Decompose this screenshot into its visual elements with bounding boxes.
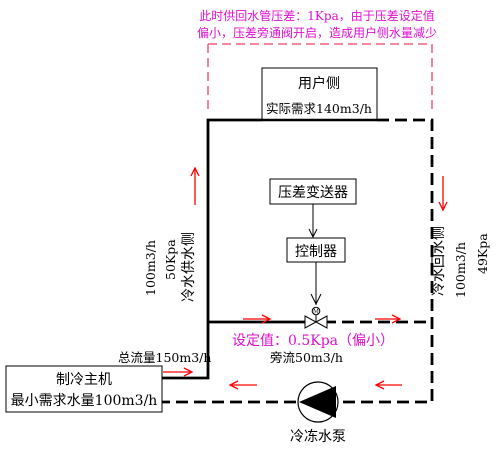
controller-label: 控制器 — [295, 244, 337, 260]
note-line-1: 此时供回水管压差：1Kpa，由于压差设定值 — [199, 8, 434, 23]
supply-labels: 100m3/h — [143, 240, 158, 296]
return-flow: 100m3/h — [453, 242, 468, 298]
pump-icon — [297, 381, 339, 423]
return-flow-wrap: 100m3/h — [453, 242, 468, 298]
supply-flow: 100m3/h — [143, 240, 158, 296]
note-line-2: 偏小，压差旁通阀开启，造成用户侧水量减少 — [197, 25, 437, 40]
pump-label: 冷冻水泵 — [290, 428, 346, 445]
return-name: 冷水回水侧 — [431, 226, 447, 296]
supply-pressure: 50Kpa — [163, 239, 178, 280]
flow-arrow-up-icon — [190, 166, 200, 205]
flow-arrow-right-icon — [243, 314, 272, 324]
user-side-box — [261, 67, 378, 122]
transmitter-box — [269, 178, 357, 205]
return-pressure: 49Kpa — [475, 233, 490, 274]
return-name-wrap: 冷水回水侧 — [431, 226, 447, 296]
valve-symbol: M — [313, 309, 319, 316]
chiller-box — [5, 365, 163, 413]
supply-pipe — [162, 118, 308, 380]
bypass-label: 旁流50m3/h — [270, 350, 343, 365]
flow-arrows — [163, 166, 448, 390]
flow-arrow-right-icon — [163, 367, 194, 377]
user-side-demand: 实际需求140m3/h — [266, 101, 372, 116]
signal-arrow-2 — [310, 262, 322, 306]
user-side-title: 用户侧 — [298, 75, 340, 92]
flow-arrow-right-icon — [375, 314, 402, 324]
bypass-valve-icon — [304, 306, 328, 329]
transmitter-label: 压差变送器 — [278, 185, 348, 201]
supply-name-wrap: 冷水供水侧 — [181, 232, 197, 302]
chiller-min-flow: 最小需求水量100m3/h — [11, 393, 158, 409]
total-flow-label: 总流量150m3/h — [118, 350, 211, 365]
signal-arrow-1 — [308, 204, 318, 239]
chiller-title: 制冷主机 — [56, 372, 112, 388]
note-box — [207, 43, 433, 112]
setpoint-label: 设定值：0.5Kpa（偏小） — [232, 333, 394, 349]
flow-arrow-left-icon — [228, 380, 257, 390]
supply-pressure-wrap: 50Kpa — [163, 239, 178, 280]
flow-arrow-down-icon — [438, 176, 448, 212]
return-pipe — [162, 118, 434, 404]
flow-arrow-left-icon — [374, 380, 402, 390]
return-pressure-wrap: 49Kpa — [475, 233, 490, 274]
supply-name: 冷水供水侧 — [181, 232, 197, 302]
